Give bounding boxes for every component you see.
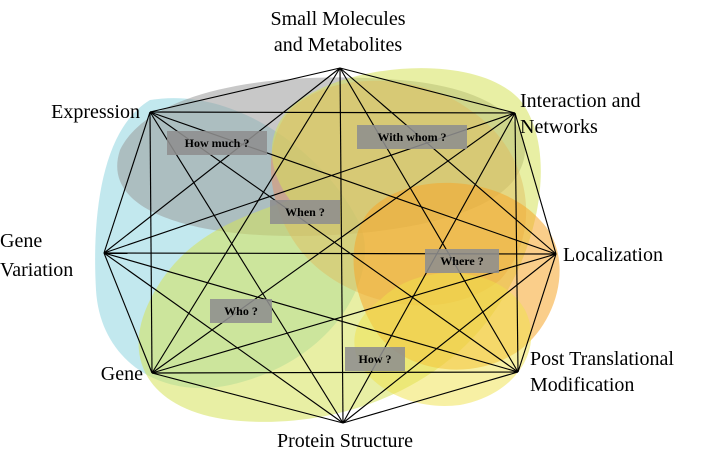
- label-line: Small Molecules: [271, 8, 406, 30]
- question-box: [270, 200, 340, 224]
- edge-small-molecules-protein-structure: [339, 67, 344, 424]
- question-text: Who ?: [224, 304, 258, 318]
- label-line: Modification: [530, 374, 634, 396]
- edge-small-molecules-gene: [151, 67, 341, 374]
- question-where: Where ?: [425, 249, 499, 273]
- label-line: Gene: [0, 230, 42, 252]
- label-small-molecules: Small Molecules and Metabolites: [271, 8, 406, 56]
- edge-interaction-localization: [514, 112, 557, 255]
- label-protein-structure: Protein Structure: [277, 430, 413, 450]
- question-box: [425, 249, 499, 273]
- question-who: Who ?: [210, 299, 272, 323]
- graph-edges: [103, 67, 557, 424]
- label-gene: Gene: [101, 363, 143, 385]
- question-text: How much ?: [185, 136, 250, 150]
- label-line: Post Translational: [530, 348, 674, 370]
- label-line: Networks: [520, 116, 598, 138]
- overlap-regions: [95, 68, 560, 422]
- question-text: When ?: [285, 205, 325, 219]
- edge-ptm-gene-variation: [103, 252, 519, 373]
- label-line: Variation: [0, 259, 73, 281]
- question-box: [357, 125, 467, 149]
- edge-small-molecules-ptm: [339, 67, 519, 373]
- edge-ptm-gene: [151, 371, 519, 374]
- edge-localization-gene: [151, 253, 557, 374]
- edge-interaction-expression: [149, 111, 516, 114]
- edge-ptm-expression: [149, 111, 519, 373]
- edge-localization-protein-structure: [342, 253, 557, 424]
- question-how: How ?: [345, 347, 405, 371]
- question-when: When ?: [270, 200, 340, 224]
- label-line: and Metabolites: [274, 34, 403, 56]
- edge-ptm-protein-structure: [342, 371, 519, 424]
- question-with-whom: With whom ?: [357, 125, 467, 149]
- edge-interaction-ptm: [514, 112, 519, 373]
- label-line: Expression: [51, 101, 140, 123]
- edge-protein-structure-gene: [151, 372, 344, 424]
- question-text: How ?: [359, 352, 392, 366]
- node-labels: Small Molecules and MetabolitesInteractio…: [0, 8, 674, 450]
- edge-small-molecules-gene-variation: [103, 67, 341, 254]
- edge-localization-ptm: [517, 253, 557, 373]
- question-how-much: How much ?: [167, 131, 267, 155]
- question-text: Where ?: [440, 254, 483, 268]
- edge-protein-structure-expression: [149, 111, 344, 424]
- label-line: Protein Structure: [277, 430, 413, 450]
- label-line: Gene: [101, 363, 143, 385]
- question-box: [167, 131, 267, 155]
- label-localization: Localization: [563, 244, 663, 266]
- question-text: With whom ?: [377, 130, 446, 144]
- label-line: Interaction and: [520, 90, 641, 112]
- edge-gene-variation-expression: [103, 111, 151, 254]
- edge-small-molecules-expression: [149, 67, 341, 113]
- edge-small-molecules-interaction: [339, 67, 516, 114]
- edge-protein-structure-gene-variation: [103, 252, 344, 424]
- edge-gene-gene-variation: [103, 252, 153, 374]
- question-boxes: How much ? With whom ? When ? Where ? Who ? H…: [167, 125, 499, 371]
- question-box: [210, 299, 272, 323]
- label-line: Localization: [563, 244, 663, 266]
- label-expression: Expression: [51, 101, 140, 123]
- question-box: [345, 347, 405, 371]
- edge-gene-expression: [149, 111, 153, 374]
